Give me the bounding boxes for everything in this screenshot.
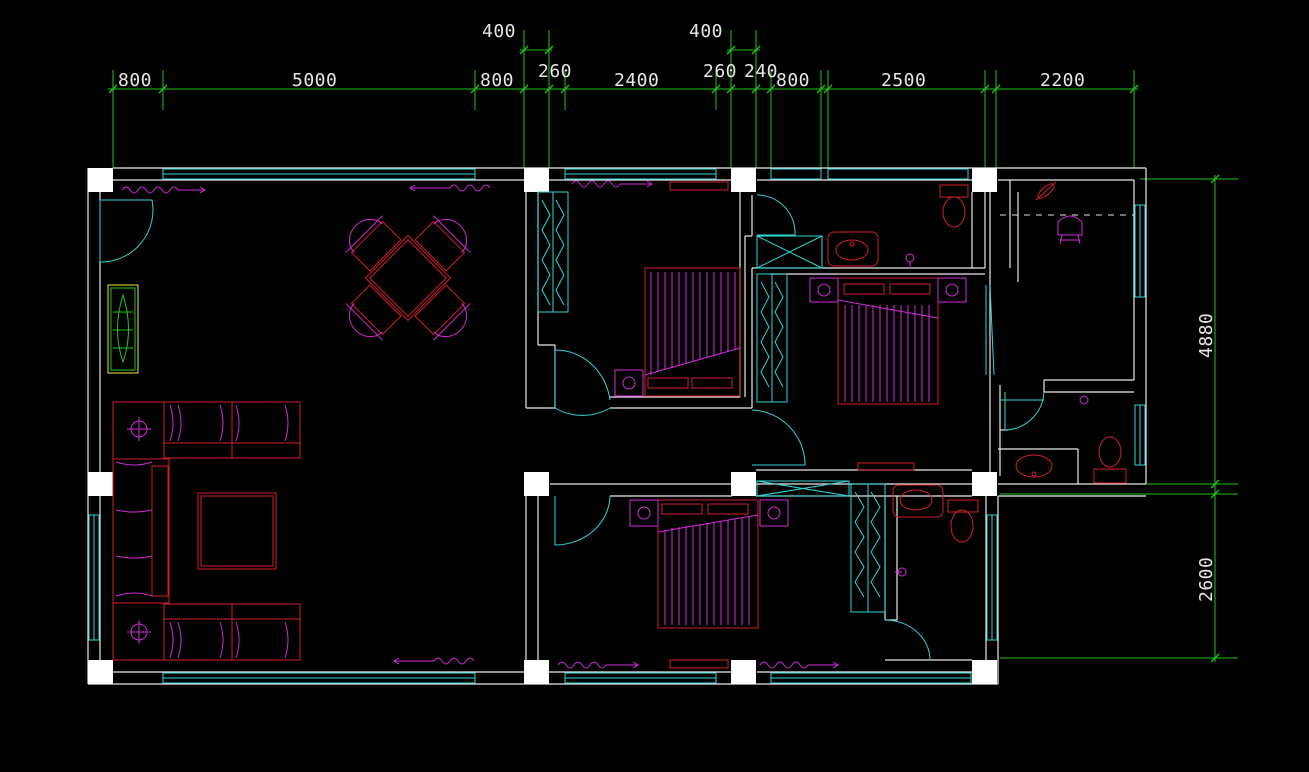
- column: [88, 168, 113, 192]
- sink-icon: [892, 484, 944, 518]
- dim-label-2400: 2400: [614, 70, 659, 91]
- right-dimension-labels: 4880 2600: [1196, 313, 1217, 602]
- top-dimension-labels-lower: 800 5000 800 260 2400 260 240 800 2500 2…: [118, 61, 1085, 91]
- dim-label-800-b: 800: [480, 70, 514, 91]
- dim-label-260-a: 260: [538, 61, 572, 82]
- chair-icon: [1057, 215, 1083, 245]
- dim-label-2600: 2600: [1196, 557, 1217, 602]
- dim-label-2200: 2200: [1040, 70, 1085, 91]
- dim-label-400-right: 400: [689, 21, 723, 42]
- lamp-icon: [1035, 181, 1057, 201]
- top-dimension-labels-upper: 400 400: [482, 21, 723, 42]
- column: [972, 168, 997, 192]
- toilet-icon: [947, 499, 979, 543]
- dim-label-2500: 2500: [881, 70, 926, 91]
- bathroom-fixtures: [827, 181, 1134, 577]
- wardrobes: [537, 191, 886, 613]
- bed-bedroom-3: [809, 277, 967, 471]
- column: [972, 660, 997, 684]
- structural-columns: [88, 168, 997, 684]
- dim-label-800-c: 800: [776, 70, 810, 91]
- doors: [99, 194, 1045, 661]
- air-conditioner-units: [121, 180, 839, 669]
- column: [731, 660, 756, 684]
- toilet-icon: [1093, 436, 1127, 484]
- column: [731, 168, 756, 192]
- top-dimension-lines: [108, 30, 1139, 168]
- column: [972, 472, 997, 496]
- column: [524, 660, 549, 684]
- dim-label-240: 240: [744, 61, 778, 82]
- dim-label-260-b: 260: [703, 61, 737, 82]
- sofa-set: [112, 401, 301, 661]
- column: [731, 472, 756, 496]
- bed-bedroom-1: [614, 181, 741, 397]
- column: [524, 472, 549, 496]
- drain-icon: [1079, 395, 1089, 405]
- sink-icon: [1015, 454, 1053, 478]
- tv-cabinet: [107, 284, 139, 374]
- toilet-icon: [939, 184, 969, 228]
- bed-bedroom-2: [629, 499, 789, 669]
- column: [524, 168, 549, 192]
- dim-label-800-a: 800: [118, 70, 152, 91]
- dim-label-400-left: 400: [482, 21, 516, 42]
- dim-label-5000: 5000: [292, 70, 337, 91]
- column: [88, 660, 113, 684]
- windows: [88, 168, 1146, 684]
- drain-icon: [905, 253, 915, 263]
- dim-label-4880: 4880: [1196, 313, 1217, 358]
- sink-icon: [827, 231, 879, 267]
- dining-table-set: [345, 215, 471, 341]
- column: [88, 472, 113, 496]
